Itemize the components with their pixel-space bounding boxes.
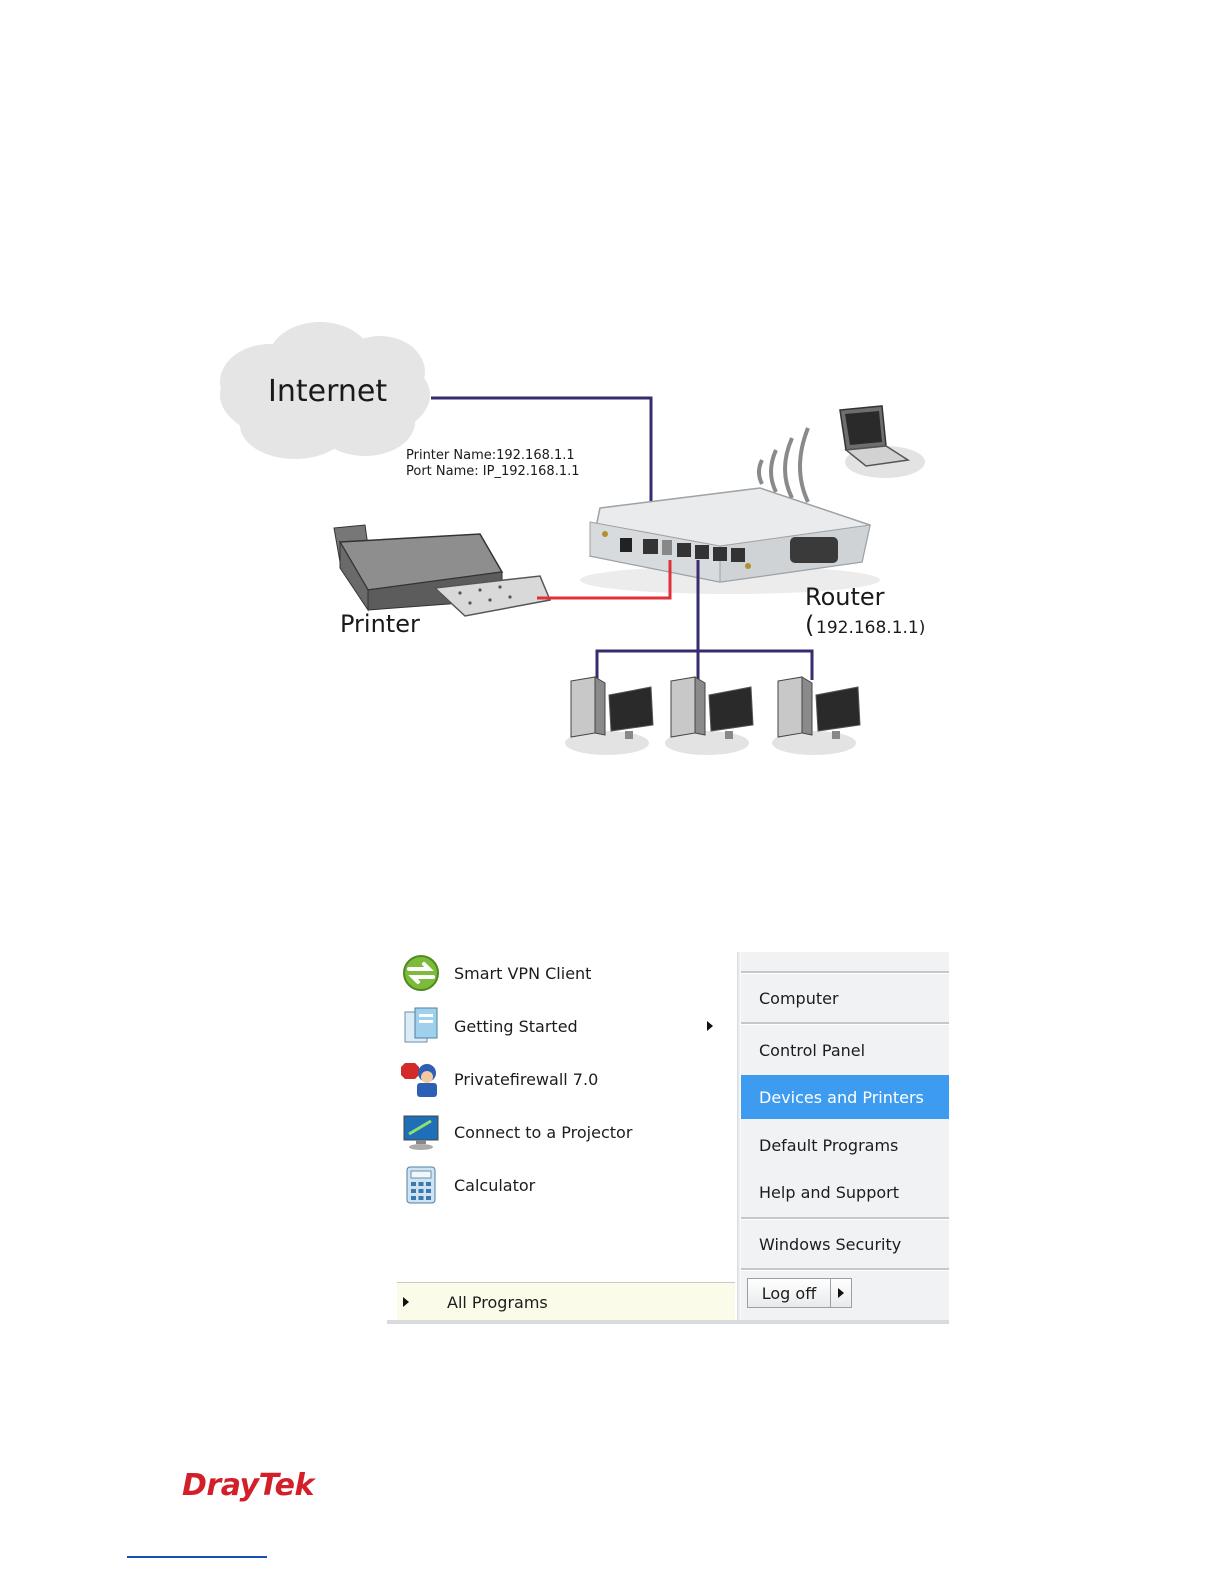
internet-label: Internet <box>268 374 387 409</box>
place-control-panel[interactable]: Control Panel <box>759 1040 866 1060</box>
chevron-right-icon <box>838 1288 844 1298</box>
place-devices-and-printers[interactable]: Devices and Printers <box>741 1075 949 1119</box>
places-pane: Music Computer Control Panel Devices and… <box>741 952 949 1324</box>
network-diagram: Internet Printer Name:192.168.1.1 Port N… <box>220 322 925 755</box>
separator <box>741 1217 949 1220</box>
pc-icon <box>772 676 861 755</box>
projector-icon <box>399 1110 443 1154</box>
privatefirewall-icon <box>399 1057 443 1101</box>
pc-icon <box>665 676 754 755</box>
printer-label: Printer <box>340 610 420 638</box>
program-smart-vpn-client[interactable]: Smart VPN Client <box>399 952 729 998</box>
separator <box>741 1022 949 1025</box>
menu-bottom-border <box>387 1320 949 1324</box>
printer-device <box>333 524 552 617</box>
start-menu: Smart VPN Client Getting Started <box>387 952 949 1324</box>
all-programs-button[interactable]: All Programs <box>397 1282 735 1321</box>
calculator-icon <box>399 1163 443 1207</box>
lan-cables <box>595 560 814 680</box>
wireless-signal-icon <box>757 427 810 503</box>
router-ip-paren: ( <box>805 611 814 639</box>
printer-cable <box>537 560 672 600</box>
printer-name-line: Printer Name:192.168.1.1 <box>406 448 575 463</box>
internet-cloud <box>220 322 430 459</box>
place-help-and-support[interactable]: Help and Support <box>759 1182 899 1202</box>
separator <box>741 1268 949 1271</box>
program-connect-to-projector[interactable]: Connect to a Projector <box>399 1107 729 1157</box>
expand-arrow-icon <box>403 1297 409 1307</box>
program-getting-started[interactable]: Getting Started <box>399 1001 729 1051</box>
place-computer[interactable]: Computer <box>759 988 839 1008</box>
router-device <box>580 487 880 594</box>
log-off-button[interactable]: Log off <box>747 1278 831 1308</box>
place-music[interactable]: Music <box>741 952 949 968</box>
shutdown-options-button[interactable] <box>830 1278 852 1308</box>
footer-rule <box>127 1556 267 1558</box>
port-name-line: Port Name: IP_192.168.1.1 <box>406 464 580 479</box>
wan-cable <box>431 396 653 547</box>
pane-divider <box>737 952 741 1324</box>
smart-vpn-icon <box>399 952 443 995</box>
laptop-icon <box>839 405 925 478</box>
submenu-arrow-icon <box>707 1021 713 1031</box>
pc-icon <box>565 676 654 755</box>
program-calculator[interactable]: Calculator <box>399 1160 729 1210</box>
place-default-programs[interactable]: Default Programs <box>759 1135 899 1155</box>
programs-pane: Smart VPN Client Getting Started <box>387 952 737 1324</box>
getting-started-icon <box>399 1004 443 1048</box>
router-label: Router <box>805 583 885 611</box>
draytek-logo: DrayTek <box>182 1468 314 1503</box>
place-windows-security[interactable]: Windows Security <box>759 1234 902 1254</box>
router-ip-label: 192.168.1.1) <box>816 618 925 638</box>
separator <box>741 971 949 974</box>
program-privatefirewall[interactable]: Privatefirewall 7.0 <box>399 1054 729 1104</box>
